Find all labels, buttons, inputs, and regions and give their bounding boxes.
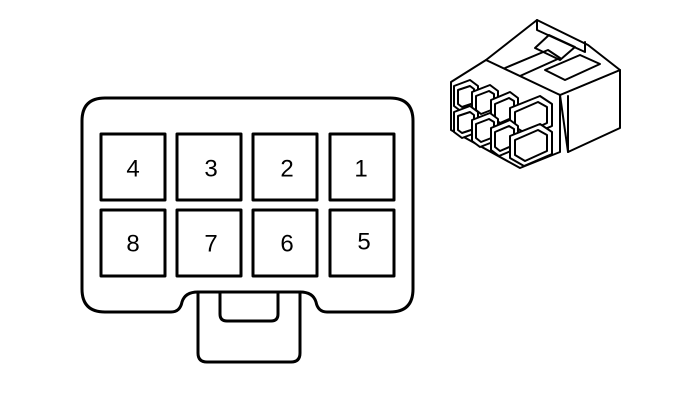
pin-cavity-3	[175, 132, 243, 202]
latch-window	[218, 290, 280, 323]
pin-cavity-5	[328, 208, 396, 278]
pin-label-7: 7	[204, 231, 217, 258]
cavity-row-bottom	[453, 105, 553, 167]
latch-ridge-3	[504, 49, 561, 77]
pin-cavity-2	[251, 132, 319, 202]
latch-ridge-4	[544, 54, 601, 81]
latch-ridge-2	[534, 34, 576, 61]
cavity-3d-inner	[514, 129, 548, 162]
locking-tab	[196, 290, 302, 364]
pin-cavity-4	[99, 132, 167, 202]
pin-label-6: 6	[280, 231, 293, 258]
pin-cavity-6	[251, 208, 319, 278]
pin-cavity-8	[99, 208, 167, 278]
pin-cavity-1	[328, 132, 396, 202]
pin-label-4: 4	[126, 156, 139, 183]
connector-3d-view	[450, 19, 621, 169]
pin-label-1: 1	[354, 156, 367, 183]
connector-face-view: 4 3 2 1 8 7 6 5	[80, 96, 415, 364]
connector-housing-outline	[80, 96, 415, 314]
pin-label-8: 8	[126, 231, 139, 258]
pin-label-3: 3	[204, 156, 217, 183]
pin-label-5: 5	[357, 229, 370, 256]
cavity-3d	[509, 123, 553, 167]
pin-label-2: 2	[280, 156, 293, 183]
pin-cavity-7	[175, 208, 243, 278]
